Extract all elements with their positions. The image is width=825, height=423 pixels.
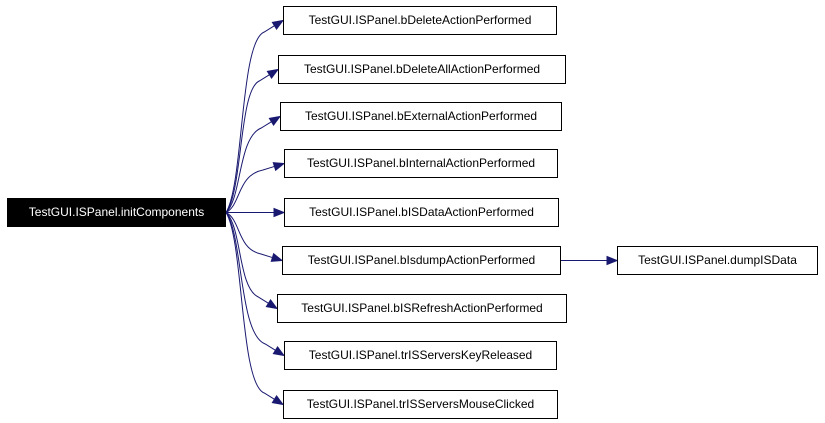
arrowhead: [266, 68, 280, 80]
arrowhead: [268, 115, 282, 127]
node-init-components[interactable]: TestGUI.ISPanel.initComponents: [7, 198, 226, 227]
edge-root-to-internal: [225, 162, 286, 213]
arrowhead: [273, 207, 286, 218]
edge-root-to-is-data: [226, 207, 286, 218]
arrowhead: [606, 255, 619, 266]
arrowhead: [272, 162, 286, 172]
node-b-delete-all-action-performed[interactable]: TestGUI.ISPanel.bDeleteAllActionPerforme…: [278, 55, 566, 84]
arrowhead: [270, 252, 284, 262]
edge-root-to-delete: [225, 19, 285, 213]
arrowhead: [271, 394, 285, 406]
node-tr-is-servers-mouse-clicked[interactable]: TestGUI.ISPanel.trISServersMouseClicked: [283, 390, 558, 419]
edge-root-to-isdump: [225, 212, 284, 262]
edge-root-to-external: [225, 115, 282, 213]
edge-root-to-delete-all: [225, 68, 280, 213]
edge-root-to-refresh: [225, 212, 279, 310]
arrowhead: [272, 345, 286, 357]
edge-root-to-key-released: [225, 212, 286, 357]
node-b-internal-action-performed[interactable]: TestGUI.ISPanel.bInternalActionPerformed: [284, 149, 558, 178]
edge-isdump-to-dump-is-data: [561, 255, 619, 266]
arrowhead: [265, 298, 279, 310]
node-b-isdump-action-performed[interactable]: TestGUI.ISPanel.bIsdumpActionPerformed: [282, 246, 561, 275]
node-b-delete-action-performed[interactable]: TestGUI.ISPanel.bDeleteActionPerformed: [283, 6, 557, 35]
node-tr-is-servers-key-released[interactable]: TestGUI.ISPanel.trISServersKeyReleased: [284, 341, 557, 370]
node-b-is-refresh-action-performed[interactable]: TestGUI.ISPanel.bISRefreshActionPerforme…: [277, 294, 567, 323]
node-b-is-data-action-performed[interactable]: TestGUI.ISPanel.bISDataActionPerformed: [284, 198, 559, 227]
edge-root-to-mouse-clicked: [225, 212, 285, 406]
node-b-external-action-performed[interactable]: TestGUI.ISPanel.bExternalActionPerformed: [280, 102, 562, 131]
arrowhead: [271, 19, 285, 31]
node-dump-is-data[interactable]: TestGUI.ISPanel.dumpISData: [617, 246, 818, 275]
